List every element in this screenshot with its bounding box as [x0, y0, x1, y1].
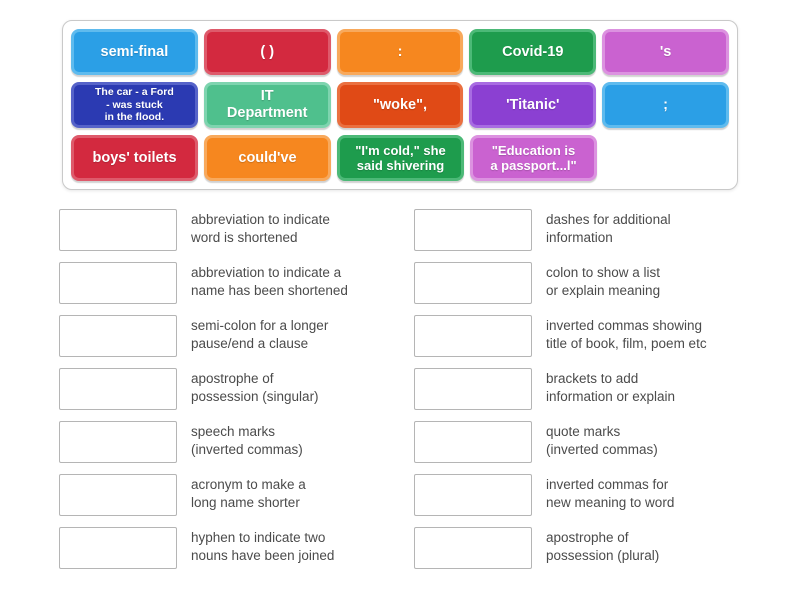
- bank-tile[interactable]: The car - a Ford - was stuck in the floo…: [71, 82, 198, 128]
- tile-bank-row: boys' toilets could've "I'm cold," she s…: [71, 135, 729, 181]
- match-label: inverted commas showing title of book, f…: [546, 318, 707, 351]
- bank-tile-label: "woke",: [372, 96, 428, 113]
- match-label: brackets to add information or explain: [546, 371, 676, 404]
- match-label: acronym to make a long name shorter: [191, 477, 306, 510]
- bank-tile[interactable]: ( ): [203, 29, 331, 75]
- answer-slot[interactable]: [59, 315, 177, 357]
- match-label: dashes for additional information: [546, 212, 671, 245]
- match-label: apostrophe of possession (singular): [191, 371, 319, 404]
- answer-slot[interactable]: [59, 368, 177, 410]
- match-label: speech marks (inverted commas): [191, 424, 303, 457]
- tile-bank: semi-final ( ) : Covid-19 's The car - a…: [62, 20, 738, 190]
- answer-slot[interactable]: [414, 262, 532, 304]
- match-item: inverted commas for new meaning to word: [414, 474, 766, 516]
- bank-tile[interactable]: ;: [602, 82, 729, 128]
- match-item: abbreviation to indicate a name has been…: [59, 262, 411, 304]
- answer-slot[interactable]: [59, 421, 177, 463]
- match-label: inverted commas for new meaning to word: [546, 477, 675, 510]
- bank-tile-label: could've: [238, 149, 297, 166]
- answer-slot[interactable]: [414, 527, 532, 569]
- match-item: semi-colon for a longer pause/end a clau…: [59, 315, 411, 357]
- match-item: speech marks (inverted commas): [59, 421, 411, 463]
- answer-slot[interactable]: [414, 474, 532, 516]
- answer-slot[interactable]: [59, 209, 177, 251]
- answer-slot[interactable]: [414, 209, 532, 251]
- bank-tile[interactable]: could've: [204, 135, 331, 181]
- bank-tile[interactable]: 'Titanic': [469, 82, 597, 128]
- bank-tile[interactable]: IT Department: [203, 82, 331, 128]
- bank-tile[interactable]: 's: [602, 29, 729, 75]
- match-item: brackets to add information or explain: [414, 368, 766, 410]
- answer-slot[interactable]: [59, 474, 177, 516]
- match-label: colon to show a list or explain meaning: [546, 265, 661, 298]
- match-item: dashes for additional information: [414, 209, 766, 251]
- match-column-right: dashes for additional information colon …: [414, 209, 766, 580]
- tile-bank-row: The car - a Ford - was stuck in the floo…: [71, 82, 729, 128]
- match-label: abbreviation to indicate a name has been…: [191, 265, 348, 298]
- match-label: apostrophe of possession (plural): [546, 530, 660, 563]
- bank-tile-label: Covid-19: [502, 43, 564, 60]
- bank-tile-label: 's: [659, 43, 672, 60]
- answer-slot[interactable]: [414, 368, 532, 410]
- bank-tile[interactable]: "I'm cold," she said shivering: [337, 135, 464, 181]
- match-item: inverted commas showing title of book, f…: [414, 315, 766, 357]
- bank-tile-label: "I'm cold," she said shivering: [355, 142, 446, 174]
- bank-tile[interactable]: "Education is a passport...l": [470, 135, 597, 181]
- match-item: apostrophe of possession (singular): [59, 368, 411, 410]
- match-item: quote marks (inverted commas): [414, 421, 766, 463]
- bank-tile-label: The car - a Ford - was stuck in the floo…: [95, 86, 174, 124]
- answer-slot[interactable]: [414, 315, 532, 357]
- answer-slot[interactable]: [59, 262, 177, 304]
- bank-tile[interactable]: :: [336, 29, 464, 75]
- bank-tile-label: semi-final: [100, 43, 169, 60]
- bank-tile-label: ;: [663, 96, 668, 113]
- bank-tile-label: ( ): [260, 43, 275, 60]
- match-item: colon to show a list or explain meaning: [414, 262, 766, 304]
- bank-tile[interactable]: semi-final: [71, 29, 198, 75]
- match-label: semi-colon for a longer pause/end a clau…: [191, 318, 329, 351]
- match-column-left: abbreviation to indicate word is shorten…: [59, 209, 411, 580]
- answer-slot[interactable]: [414, 421, 532, 463]
- bank-tile-label: "Education is a passport...l": [490, 142, 577, 174]
- match-item: abbreviation to indicate word is shorten…: [59, 209, 411, 251]
- tile-bank-row: semi-final ( ) : Covid-19 's: [71, 29, 729, 75]
- match-item: apostrophe of possession (plural): [414, 527, 766, 569]
- answer-slot[interactable]: [59, 527, 177, 569]
- bank-tile-label: :: [397, 43, 403, 60]
- bank-tile-label: boys' toilets: [92, 149, 177, 166]
- bank-tile[interactable]: "woke",: [336, 82, 464, 128]
- match-label: hyphen to indicate two nouns have been j…: [191, 530, 335, 563]
- match-label: abbreviation to indicate word is shorten…: [191, 212, 330, 245]
- bank-tile-label: 'Titanic': [506, 96, 560, 113]
- match-label: quote marks (inverted commas): [546, 424, 658, 457]
- match-item: hyphen to indicate two nouns have been j…: [59, 527, 411, 569]
- match-item: acronym to make a long name shorter: [59, 474, 411, 516]
- bank-tile[interactable]: Covid-19: [469, 29, 597, 75]
- bank-tile-label: IT Department: [226, 88, 308, 121]
- bank-tile[interactable]: boys' toilets: [71, 135, 198, 181]
